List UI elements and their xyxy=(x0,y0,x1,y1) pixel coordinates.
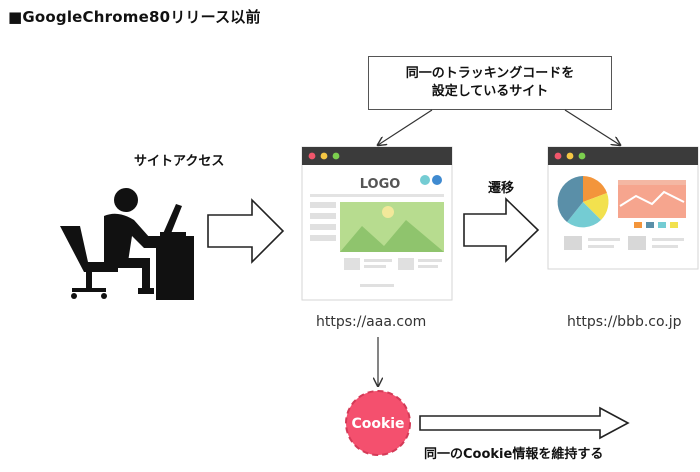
browser-a-titlebar xyxy=(302,147,452,165)
transition-arrow xyxy=(463,197,540,263)
logo-text: LOGO xyxy=(360,177,401,192)
line-chart-illustration xyxy=(618,180,686,228)
callout-line-2: 設定しているサイト xyxy=(431,84,549,99)
browser-b-titlebar xyxy=(548,147,698,165)
browser-window-a: LOGO xyxy=(301,146,453,301)
callout-pointer-b xyxy=(564,109,620,145)
browser-b-close-dot xyxy=(554,152,562,160)
logo-dot-teal xyxy=(420,175,430,185)
pie-chart-illustration xyxy=(557,176,609,228)
site-a-url: https://aaa.com xyxy=(316,314,427,330)
person-at-computer-icon xyxy=(60,188,194,300)
transition-label: 遷移 xyxy=(488,181,515,196)
browser-b-minimize-dot xyxy=(566,152,574,160)
site-b-url: https://bbb.co.jp xyxy=(567,314,682,330)
access-arrow xyxy=(207,198,285,264)
browser-a-close-dot xyxy=(308,152,316,160)
tracking-code-callout: 同一のトラッキングコードを 設定しているサイト xyxy=(368,56,612,110)
site-access-label: サイトアクセス xyxy=(134,154,225,169)
browser-a-minimize-dot xyxy=(320,152,328,160)
browser-a-maximize-dot xyxy=(332,152,340,160)
callout-pointer-a xyxy=(378,109,433,145)
cookie-label: Cookie xyxy=(351,416,404,432)
browser-b-maximize-dot xyxy=(578,152,586,160)
callout-line-1: 同一のトラッキングコードを xyxy=(405,66,575,81)
page-title: ■GoogleChrome80リリース以前 xyxy=(8,8,261,26)
logo-dot-blue xyxy=(432,175,442,185)
browser-window-b xyxy=(547,146,699,270)
cookie-badge: Cookie xyxy=(345,390,411,456)
cookie-maintain-arrow xyxy=(419,406,630,440)
cookie-caption: 同一のCookie情報を維持する xyxy=(424,447,604,462)
